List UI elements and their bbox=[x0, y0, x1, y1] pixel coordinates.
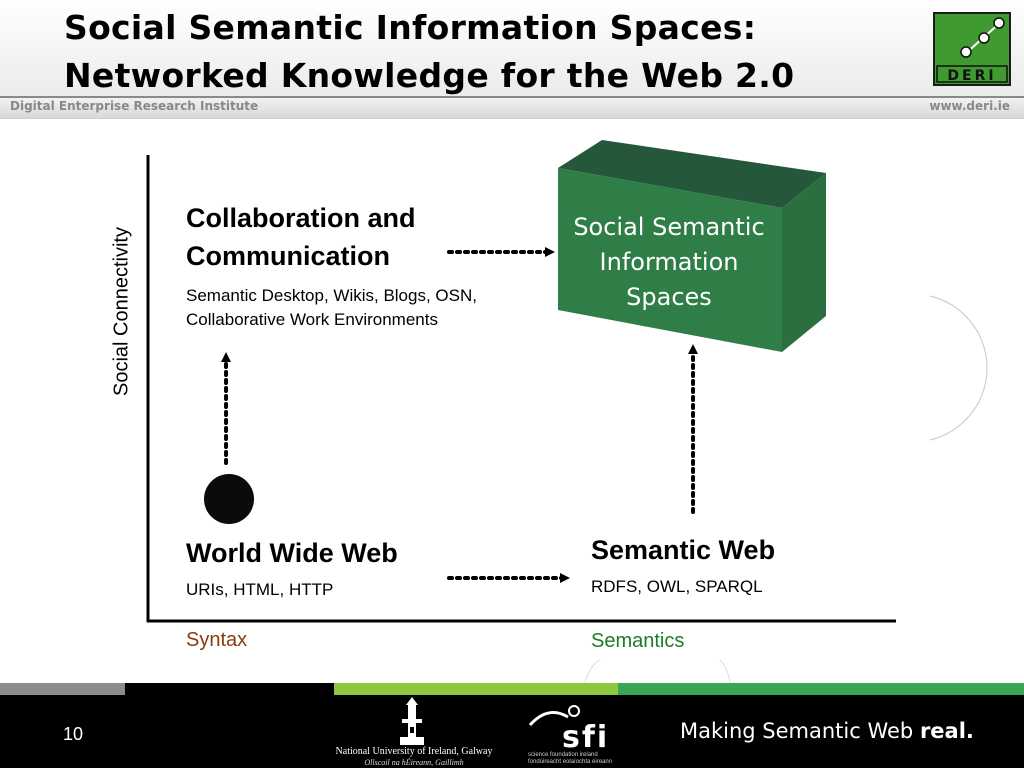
www-description: URIs, HTML, HTTP bbox=[186, 580, 334, 599]
tagline: Making Semantic Web real. bbox=[680, 719, 974, 743]
box-front-face bbox=[558, 168, 782, 352]
decorative-arc-bottom-right bbox=[719, 659, 731, 684]
deri-logo: DERI bbox=[933, 12, 1011, 86]
sfi-logo-text: sfi bbox=[562, 720, 610, 755]
footer-bar-lightgreen bbox=[334, 683, 618, 695]
slide-title: Social Semantic Information Spaces: Netw… bbox=[64, 4, 794, 100]
title-line-2: Networked Knowledge for the Web 2.0 bbox=[64, 56, 795, 95]
collaboration-desc-line-2: Collaborative Work Environments bbox=[186, 310, 438, 329]
tagline-bold: real. bbox=[919, 719, 974, 743]
decorative-arc-bottom-left bbox=[584, 659, 601, 684]
www-node-dot bbox=[204, 474, 254, 524]
slide-footer bbox=[0, 695, 1024, 768]
x-axis-label-semantics: Semantics bbox=[591, 630, 685, 652]
nuig-name-irish: Ollscoil na hÉireann, Gaillimh bbox=[364, 758, 464, 767]
nuig-crest-icon bbox=[400, 697, 424, 745]
box-side-face bbox=[782, 173, 826, 352]
footer-bar-black bbox=[125, 683, 334, 695]
www-heading: World Wide Web bbox=[186, 538, 398, 568]
semantic-web-description: RDFS, OWL, SPARQL bbox=[591, 577, 763, 596]
collaboration-desc-line-1: Semantic Desktop, Wikis, Blogs, OSN, bbox=[186, 286, 477, 305]
institute-url[interactable]: www.deri.ie bbox=[929, 99, 1010, 113]
sss-line-3: Spaces bbox=[626, 283, 712, 311]
nuig-name: National University of Ireland, Galway bbox=[335, 746, 493, 757]
collaboration-heading-line-1: Collaboration and bbox=[186, 203, 416, 233]
title-line-1: Social Semantic Information Spaces: bbox=[64, 8, 757, 47]
deri-logo-graphic: DERI bbox=[936, 17, 1008, 84]
collaboration-description: Semantic Desktop, Wikis, Blogs, OSN, Col… bbox=[186, 284, 477, 332]
box-top-face bbox=[558, 140, 826, 208]
sfi-swoosh-icon bbox=[528, 705, 580, 727]
footer-bar-gray bbox=[0, 683, 125, 695]
tagline-text: Making Semantic Web bbox=[680, 719, 920, 743]
page-number: 10 bbox=[63, 724, 84, 744]
collaboration-heading: Collaboration and Communication bbox=[186, 199, 416, 275]
footer-bar-green bbox=[618, 683, 1024, 695]
sss-box-label: Social Semantic Information Spaces bbox=[556, 210, 782, 315]
y-axis-label: Social Connectivity bbox=[110, 227, 133, 396]
sss-line-2: Information bbox=[599, 248, 739, 276]
institute-name: Digital Enterprise Research Institute bbox=[10, 99, 259, 113]
collaboration-heading-line-2: Communication bbox=[186, 241, 391, 271]
semantic-web-heading: Semantic Web bbox=[591, 535, 776, 565]
x-axis-label-syntax: Syntax bbox=[186, 629, 248, 651]
institute-bar: Digital Enterprise Research Institute ww… bbox=[0, 96, 1024, 119]
sfi-subtext: science foundation ireland fondúireacht … bbox=[528, 752, 613, 765]
deri-logo-text: DERI bbox=[947, 68, 996, 84]
decorative-arc bbox=[929, 295, 988, 441]
sss-line-1: Social Semantic bbox=[573, 213, 765, 241]
slide-header: Social Semantic Information Spaces: Netw… bbox=[0, 0, 1024, 96]
